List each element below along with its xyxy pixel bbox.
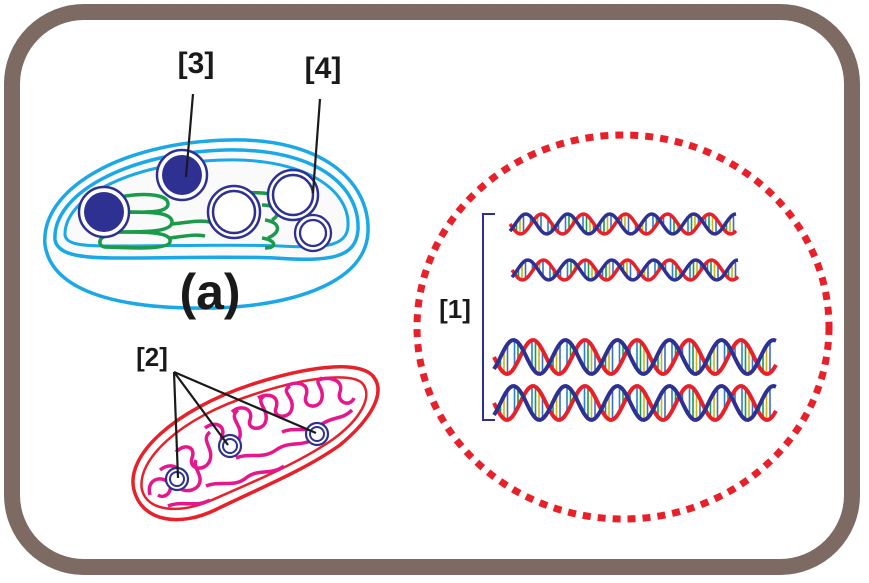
dna-helix: [492, 383, 778, 423]
starch-granule: [77, 185, 131, 239]
dna-strand-red: [492, 384, 778, 422]
dna-strand-red: [508, 212, 738, 236]
leader-line-4: [311, 98, 322, 194]
dna-strand-blue: [508, 212, 737, 236]
thylakoid-stack-left: [98, 192, 211, 250]
mitochondrion: [131, 365, 380, 522]
chloroplast: [43, 138, 370, 310]
dna-helix: [510, 258, 740, 282]
dna-strand-red: [510, 258, 740, 282]
dna-helix: [492, 337, 778, 377]
chloroplast-outer-envelope: [43, 138, 370, 310]
chloroplast-letter-label: (a): [179, 264, 240, 320]
dna-strand-red: [492, 338, 778, 376]
plastoglobule: [266, 168, 320, 222]
nucleoid-dotted-border: [413, 131, 833, 523]
mitochondrial-granule: [304, 421, 330, 447]
plastoglobule: [293, 213, 333, 253]
marker-2-label: [2]: [136, 342, 168, 372]
dna-strand-blue: [510, 258, 739, 282]
dna-group-bracket: [482, 213, 495, 421]
marker-4-label: [4]: [305, 52, 342, 85]
dna-molecules: [492, 212, 778, 423]
leader-lines-2: [172, 370, 317, 479]
dna-strand-blue: [492, 337, 777, 377]
plastoglobule: [206, 184, 262, 240]
dna-helix: [508, 212, 738, 236]
starch-granule: [155, 148, 209, 202]
leader-line-3: [184, 93, 195, 178]
marker-3-label: [3]: [178, 47, 215, 80]
dna-strand-blue: [492, 383, 777, 423]
marker-1-label: [1]: [439, 294, 471, 324]
